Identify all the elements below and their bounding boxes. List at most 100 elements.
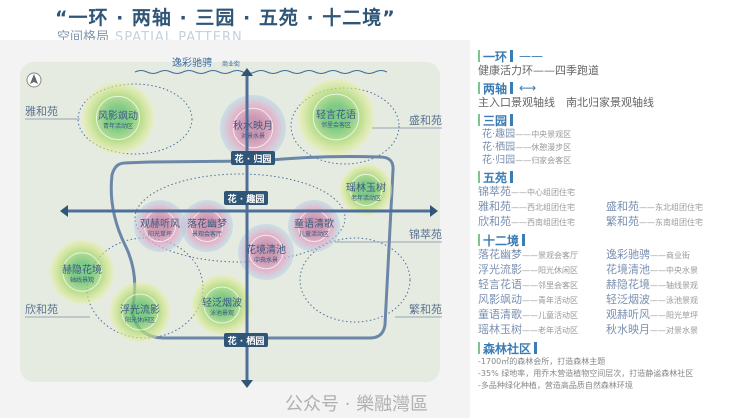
- scene-name: 童语清歌: [294, 217, 334, 230]
- scene-circle: [50, 240, 114, 304]
- section-scenes: 十二境: [478, 233, 740, 248]
- scene-circle: [238, 224, 294, 280]
- legend-item-desc: ——儿童活动区: [522, 311, 578, 320]
- scene-circle: [181, 200, 233, 252]
- legend-item-desc: ——商业街: [650, 251, 690, 260]
- ring-text: 健康活力环——四季跑道: [478, 64, 599, 77]
- legend-item-desc: ——邻里会客区: [522, 281, 578, 290]
- section-ring: 一环 ——: [478, 49, 740, 64]
- gardens-heading: 三园: [483, 113, 508, 128]
- site-plan-diagram: 逸彩驰骋 商业街 风影飒动青年活动区秋水映月对景水景轻言花语邻里会客区瑶林玉树老…: [20, 56, 442, 388]
- scene-ring: [62, 252, 102, 292]
- scene-name: 赫隐花境: [62, 263, 102, 276]
- legend-item-desc: ——轴线景观: [650, 281, 698, 290]
- legend-item-desc: ——东南组团住宅: [639, 218, 703, 227]
- legend-item-name: 童语清歌: [478, 308, 522, 321]
- scene-sub: 中央水景: [254, 256, 278, 264]
- scene-circle: [298, 79, 374, 155]
- legend-item-name: 轻泛烟波: [606, 293, 650, 306]
- scene-sub: 轴线景观: [70, 276, 94, 284]
- legend-item: 童语清歌——儿童活动区: [478, 308, 606, 323]
- scene-ring: [312, 93, 360, 141]
- garden-badge: [224, 333, 268, 347]
- legend-item-desc: ——东北组团住宅: [639, 203, 703, 212]
- scene-sub: 阳光草坪: [148, 230, 172, 238]
- double-arrow-icon: ⟷: [519, 81, 537, 95]
- legend-item: 欣和苑——西南组团住宅: [478, 215, 606, 230]
- legend-item: 轻言花语——邻里会客区: [478, 278, 606, 293]
- scene-name: 落花幽梦: [187, 217, 227, 230]
- legend-item-name: 花·归园: [482, 155, 516, 166]
- legend-item: 盛和苑——东北组团住宅: [606, 200, 736, 215]
- ring-heading: 一环: [483, 49, 508, 64]
- legend-item: 落花幽梦——景观会客厅: [478, 248, 606, 263]
- legend-item-desc: ——青年活动区: [522, 296, 578, 305]
- legend-item-name: 雅和苑: [478, 200, 511, 213]
- street-name: 逸彩驰骋: [172, 56, 212, 69]
- scene-sub: 邻里会客区: [321, 121, 351, 129]
- legend-item: 锦萃苑——中心组团住宅: [478, 185, 606, 200]
- north-arrow-glyph: [30, 74, 38, 84]
- axes-text: 主入口景观轴线 南北归家景观轴线: [478, 96, 654, 109]
- yuan-label: 盛和苑: [409, 113, 442, 127]
- yuan-label: 锦萃苑: [409, 227, 442, 241]
- legend-item-desc: ——泳池景观: [650, 296, 698, 305]
- yuan-label: 繁和苑: [409, 302, 442, 316]
- legend-item-name: 欣和苑: [478, 215, 511, 228]
- legend-item-name: 赫隐花境: [606, 278, 650, 291]
- legend-item-name: 瑶林玉树: [478, 323, 522, 336]
- legend-item-name: 逸彩驰骋: [606, 248, 650, 261]
- scene-ring: [95, 95, 141, 141]
- legend-item: 花境清池——中央水景: [606, 263, 736, 278]
- scene-sub: 阳光休闲区: [125, 316, 155, 324]
- legend-item-name: 浮光流影: [478, 263, 522, 276]
- legend-item: 瑶林玉树——老年活动区: [478, 323, 606, 338]
- scene-circle: [220, 95, 286, 161]
- legend-item-name: 花境清池: [606, 263, 650, 276]
- legend-item: 观赫听风——阳光草坪: [606, 308, 736, 323]
- legend-panel: 一环 —— 健康活力环——四季跑道 两轴 ⟷ 主入口景观轴线 南北归家景观轴线 三园…: [478, 46, 740, 392]
- garden-label: 花 · 归园: [235, 153, 272, 165]
- section-yuan: 五苑: [478, 170, 740, 185]
- legend-item-name: 观赫听风: [606, 308, 650, 321]
- legend-item-desc: ——中央水景: [650, 266, 698, 275]
- scene-sub: 景观会客厅: [192, 230, 222, 238]
- scene-circle: [110, 282, 170, 342]
- scene-ring: [248, 234, 284, 270]
- legend-item-desc: ——景观会客厅: [522, 251, 578, 260]
- scene-name: 秋水映月: [233, 119, 273, 132]
- scene-name: 花境清池: [246, 243, 286, 256]
- legend-item-desc: ——西南组团住宅: [511, 218, 575, 227]
- scene-circle: [340, 164, 392, 216]
- legend-item: 浮光流影——阳光休闲区: [478, 263, 606, 278]
- scene-name: 浮光流影: [120, 303, 160, 316]
- section-gardens: 三园: [478, 113, 740, 128]
- legend-item: 花·归园——归家会客区: [478, 154, 740, 167]
- legend-item-name: 落花幽梦: [478, 248, 522, 261]
- garden-label: 花 · 栖园: [228, 335, 265, 347]
- scene-ring: [121, 293, 159, 331]
- scene-name: 观赫听风: [140, 218, 180, 230]
- line-icon: ——: [519, 49, 544, 63]
- scene-name: 轻言花语: [316, 108, 356, 121]
- legend-item: 赫隐花境——轴线景观: [606, 278, 736, 293]
- legend-item-desc: ——归家会客区: [515, 156, 572, 165]
- legend-item-name: 轻言花语: [478, 278, 522, 291]
- forest-heading: 森林社区: [483, 341, 532, 356]
- scene-ring: [203, 286, 241, 324]
- garden-badge: [231, 151, 275, 165]
- legend-item-desc: ——老年活动区: [522, 326, 578, 335]
- legend-item: 花·趣园——中央景观区: [478, 128, 740, 141]
- legend-item-name: 繁和苑: [606, 215, 639, 228]
- yuan-heading: 五苑: [483, 170, 508, 185]
- forest-note: -35% 绿地率，用乔木营造植物空间层次，打造静谧森林社区: [478, 369, 694, 378]
- yuan-label: 欣和苑: [25, 302, 58, 316]
- legend-item: 逸彩驰骋——商业街: [606, 248, 736, 263]
- scene-circle: [134, 200, 186, 252]
- legend-item-desc: ——中央景观区: [515, 130, 572, 139]
- axes-heading: 两轴: [483, 81, 508, 96]
- legend-item: 花·栖园——休憩漫步区: [478, 141, 740, 154]
